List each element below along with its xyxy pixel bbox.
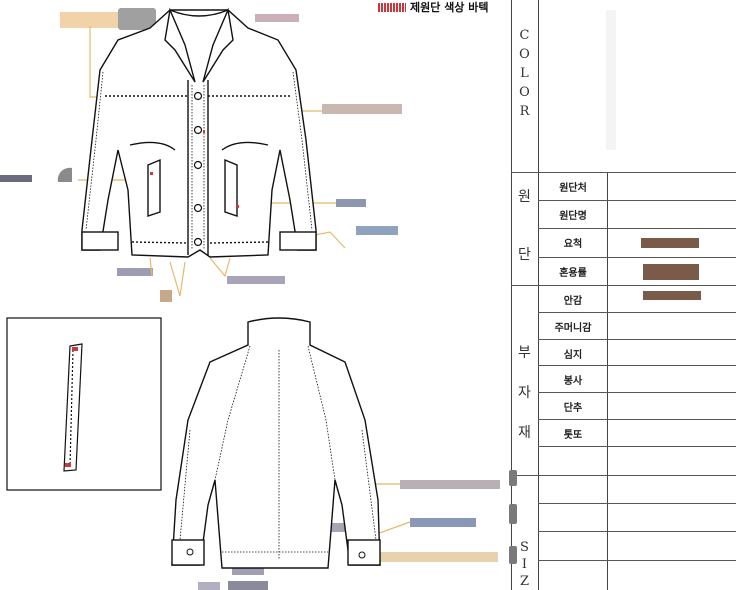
row-label-yardage: 요척: [563, 238, 583, 250]
table-border: [511, 0, 512, 590]
detail-box: [6, 317, 162, 491]
callout-label: [117, 268, 153, 276]
row-marker: [509, 546, 517, 564]
callout-label: [160, 290, 172, 302]
callout-label: [0, 175, 32, 182]
row-label-fabric-supplier: 원단처: [559, 182, 587, 194]
row-marker: [509, 470, 517, 486]
fabric-section-label: 원 단: [518, 189, 531, 263]
callout-label: [322, 104, 402, 114]
row-label-interlining: 심지: [563, 349, 583, 361]
back-jacket-sketch: [171, 317, 381, 569]
lining-value-blur: [643, 291, 701, 300]
composition-value-blur: [643, 264, 699, 280]
row-label-composition: 혼용률: [559, 267, 587, 279]
row-marker: [509, 504, 517, 524]
callout-label: [60, 12, 118, 28]
row-label-pocketing: 주머니감: [554, 322, 592, 334]
row-label-button: 단추: [563, 402, 583, 414]
size-section-label: S I Z: [519, 540, 530, 589]
callout-label: [228, 581, 268, 590]
callout-label: [57, 167, 72, 182]
red-stripe-icon: [378, 2, 406, 12]
note-text: 제원단 색상 바텍: [410, 1, 489, 14]
row-label-lining: 안감: [563, 295, 583, 307]
front-buttons: [193, 91, 203, 247]
row-label-toggle: 톳또: [563, 429, 583, 441]
cuff-buttons: [186, 548, 366, 559]
color-swatch-blur: [606, 10, 616, 150]
color-bartack-note: 제원단 색상 바텍: [378, 0, 489, 14]
spec-table: C O L O R 원 단 원단처 원단명 요척 혼용률 부 자 재 안감 주머…: [509, 0, 736, 590]
row-label-thread: 봉사: [563, 375, 583, 387]
callout-label: [198, 582, 220, 590]
pocket-welt-detail: [63, 343, 83, 472]
callout-label: [118, 8, 156, 30]
garment-sketch-area: [0, 7, 500, 590]
front-topstitch: [85, 71, 313, 250]
callout-label: [336, 199, 366, 207]
callout-label: [232, 566, 264, 575]
callout-label: [410, 518, 476, 527]
back-topstitch: [179, 345, 377, 560]
callout-label: [356, 226, 398, 235]
callout-label: [372, 552, 498, 562]
row-label-fabric-name: 원단명: [559, 210, 587, 222]
callout-label: [255, 14, 299, 22]
submaterial-section-label: 부 자 재: [518, 345, 531, 441]
yardage-value-blur: [641, 238, 699, 248]
callout-label: [227, 276, 285, 284]
color-section-label: C O L O R: [519, 28, 530, 119]
callout-label: [400, 480, 500, 489]
